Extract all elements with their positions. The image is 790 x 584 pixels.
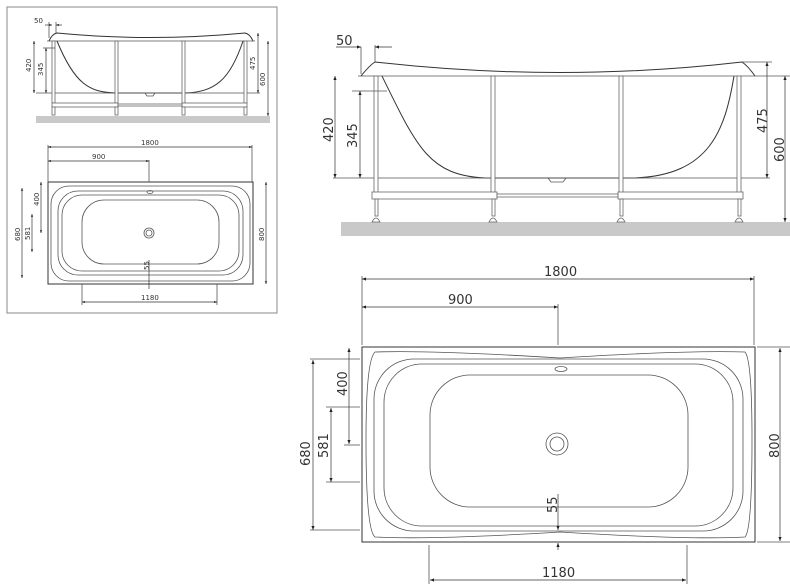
thumb-dim-1800: 1800 <box>141 139 159 147</box>
thumbnail-rim <box>48 32 254 42</box>
thumb-dim-50: 50 <box>34 17 43 25</box>
tub-rim-contour <box>365 351 753 539</box>
dim-half-length-900: 900 <box>448 293 473 308</box>
dim-width-800: 800 <box>768 433 783 458</box>
thumb-dim-475: 475 <box>249 57 257 70</box>
drain-profile <box>547 177 567 183</box>
thumbnail-ground <box>36 116 270 123</box>
dim-inner-581: 581 <box>317 433 332 458</box>
thumbnail-top-view: 1800 900 800 680 581 400 55 1180 <box>14 139 268 305</box>
dim-height-475: 475 <box>756 108 771 133</box>
thumb-dim-420: 420 <box>25 59 33 72</box>
thumbnail-panel: 50 420 345 475 600 1800 900 <box>6 6 278 314</box>
thumb-dim-680: 680 <box>14 228 22 241</box>
tub-inner-contour-1 <box>373 358 744 532</box>
side-view: 50 420 345 475 600 <box>322 34 790 236</box>
thumb-dim-800: 800 <box>258 228 266 241</box>
dim-bottom-1180: 1180 <box>542 566 575 581</box>
thumb-dim-345: 345 <box>37 63 45 76</box>
thumb-dim-1180: 1180 <box>141 294 159 302</box>
dim-length-1800: 1800 <box>544 265 577 280</box>
thumb-dim-55: 55 <box>143 261 151 270</box>
thumbnail-tub-outline <box>47 181 254 285</box>
dim-inner-680: 680 <box>299 441 314 466</box>
thumb-dim-900: 900 <box>92 153 105 161</box>
dim-height-600: 600 <box>773 137 788 162</box>
dim-offset-400: 400 <box>336 371 351 396</box>
tub-outline <box>361 346 756 543</box>
dim-rim-overhang-50: 50 <box>336 34 353 49</box>
tub-rim <box>360 61 756 77</box>
top-view: 1800 900 800 680 581 400 55 1180 <box>299 265 790 584</box>
dim-depth-420: 420 <box>322 117 337 142</box>
tub-basin-contour <box>429 374 689 508</box>
support-frame <box>371 75 744 223</box>
tub-body <box>381 75 735 179</box>
dim-depth-345: 345 <box>346 123 361 148</box>
thumb-dim-400: 400 <box>33 193 41 206</box>
overflow-icon <box>554 366 568 372</box>
dim-offset-55: 55 <box>546 496 561 513</box>
drain-icon <box>545 432 569 456</box>
thumbnail-side-view: 50 420 345 475 600 <box>25 17 270 123</box>
ground-floor <box>341 222 790 236</box>
thumb-dim-581: 581 <box>24 227 32 240</box>
thumb-dim-600: 600 <box>259 73 267 86</box>
